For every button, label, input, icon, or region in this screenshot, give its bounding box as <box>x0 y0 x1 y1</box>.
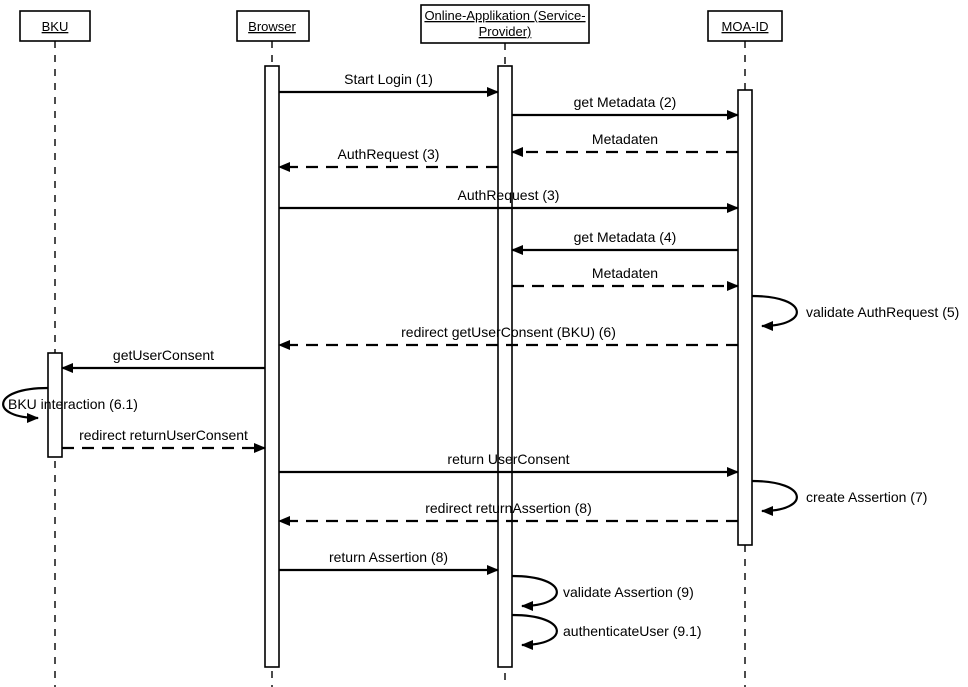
message-label-2: get Metadata (2) <box>574 94 677 110</box>
self-message-1[interactable]: validate AuthRequest (5) <box>751 294 959 331</box>
message-3[interactable]: Metadaten <box>511 131 738 157</box>
message-9[interactable]: getUserConsent <box>61 347 265 373</box>
lifeline-label-bku: BKU <box>42 19 69 34</box>
lifeline-box-browser[interactable] <box>236 10 310 42</box>
self-message-label-3: create Assertion (7) <box>806 489 927 505</box>
activations-layer <box>47 65 753 668</box>
message-label-9: getUserConsent <box>113 347 214 363</box>
self-message-label-1: validate AuthRequest (5) <box>806 304 959 320</box>
self-message-label-2: BKU interaction (6.1) <box>8 396 138 412</box>
self-message-label-4: validate Assertion (9) <box>563 584 694 600</box>
message-1[interactable]: Start Login (1) <box>279 71 499 97</box>
message-label-11: return UserConsent <box>447 451 569 467</box>
self-message-label-5: authenticateUser (9.1) <box>563 623 702 639</box>
lifeline-label-browser: Browser <box>248 19 296 34</box>
messages-layer: Start Login (1) get Metadata (2) Metadaten… <box>61 71 739 575</box>
message-2[interactable]: get Metadata (2) <box>512 94 739 120</box>
self-message-loop-5 <box>511 613 558 650</box>
self-messages-layer: validate AuthRequest (5) BKU interaction … <box>2 294 959 650</box>
lifeline-box-oa[interactable] <box>420 4 590 44</box>
message-label-4: AuthRequest (3) <box>338 146 440 162</box>
message-label-6: get Metadata (4) <box>574 229 677 245</box>
message-label-3: Metadaten <box>592 131 658 147</box>
self-message-loop-4 <box>511 574 558 611</box>
message-13[interactable]: return Assertion (8) <box>279 549 499 575</box>
activation-bar-oa[interactable] <box>497 65 513 668</box>
lifeline-label-oa: Online-Applikation (Service-Provider) <box>424 8 585 39</box>
message-10[interactable]: redirect returnUserConsent <box>62 427 266 453</box>
message-11[interactable]: return UserConsent <box>279 451 739 477</box>
message-label-8: redirect getUserConsent (BKU) (6) <box>401 324 616 340</box>
message-6[interactable]: get Metadata (4) <box>511 229 738 255</box>
activation-bar-bku[interactable] <box>47 352 63 458</box>
message-12[interactable]: redirect returnAssertion (8) <box>278 500 738 526</box>
activation-bar-browser[interactable] <box>264 65 280 668</box>
message-label-5: AuthRequest (3) <box>458 187 560 203</box>
message-8[interactable]: redirect getUserConsent (BKU) (6) <box>278 324 738 350</box>
lifeline-box-bku[interactable] <box>19 10 91 42</box>
message-label-1: Start Login (1) <box>344 71 433 87</box>
message-5[interactable]: AuthRequest (3) <box>279 187 739 213</box>
self-message-3[interactable]: create Assertion (7) <box>751 479 927 516</box>
message-label-13: return Assertion (8) <box>329 549 448 565</box>
lifeline-label-moaid: MOA-ID <box>722 19 769 34</box>
message-7[interactable]: Metadaten <box>512 265 739 291</box>
self-message-loop-2 <box>2 386 49 423</box>
self-message-loop-3 <box>751 479 798 516</box>
message-label-10: redirect returnUserConsent <box>79 427 248 443</box>
self-message-5[interactable]: authenticateUser (9.1) <box>511 613 702 650</box>
self-message-4[interactable]: validate Assertion (9) <box>511 574 694 611</box>
self-message-2[interactable]: BKU interaction (6.1) <box>2 386 138 423</box>
lifeline-bku: BKU <box>19 10 91 687</box>
lifeline-box-moaid[interactable] <box>707 10 783 42</box>
activation-bar-moaid[interactable] <box>737 89 753 546</box>
message-label-7: Metadaten <box>592 265 658 281</box>
message-4[interactable]: AuthRequest (3) <box>278 146 498 172</box>
message-label-12: redirect returnAssertion (8) <box>425 500 592 516</box>
self-message-loop-1 <box>751 294 798 331</box>
